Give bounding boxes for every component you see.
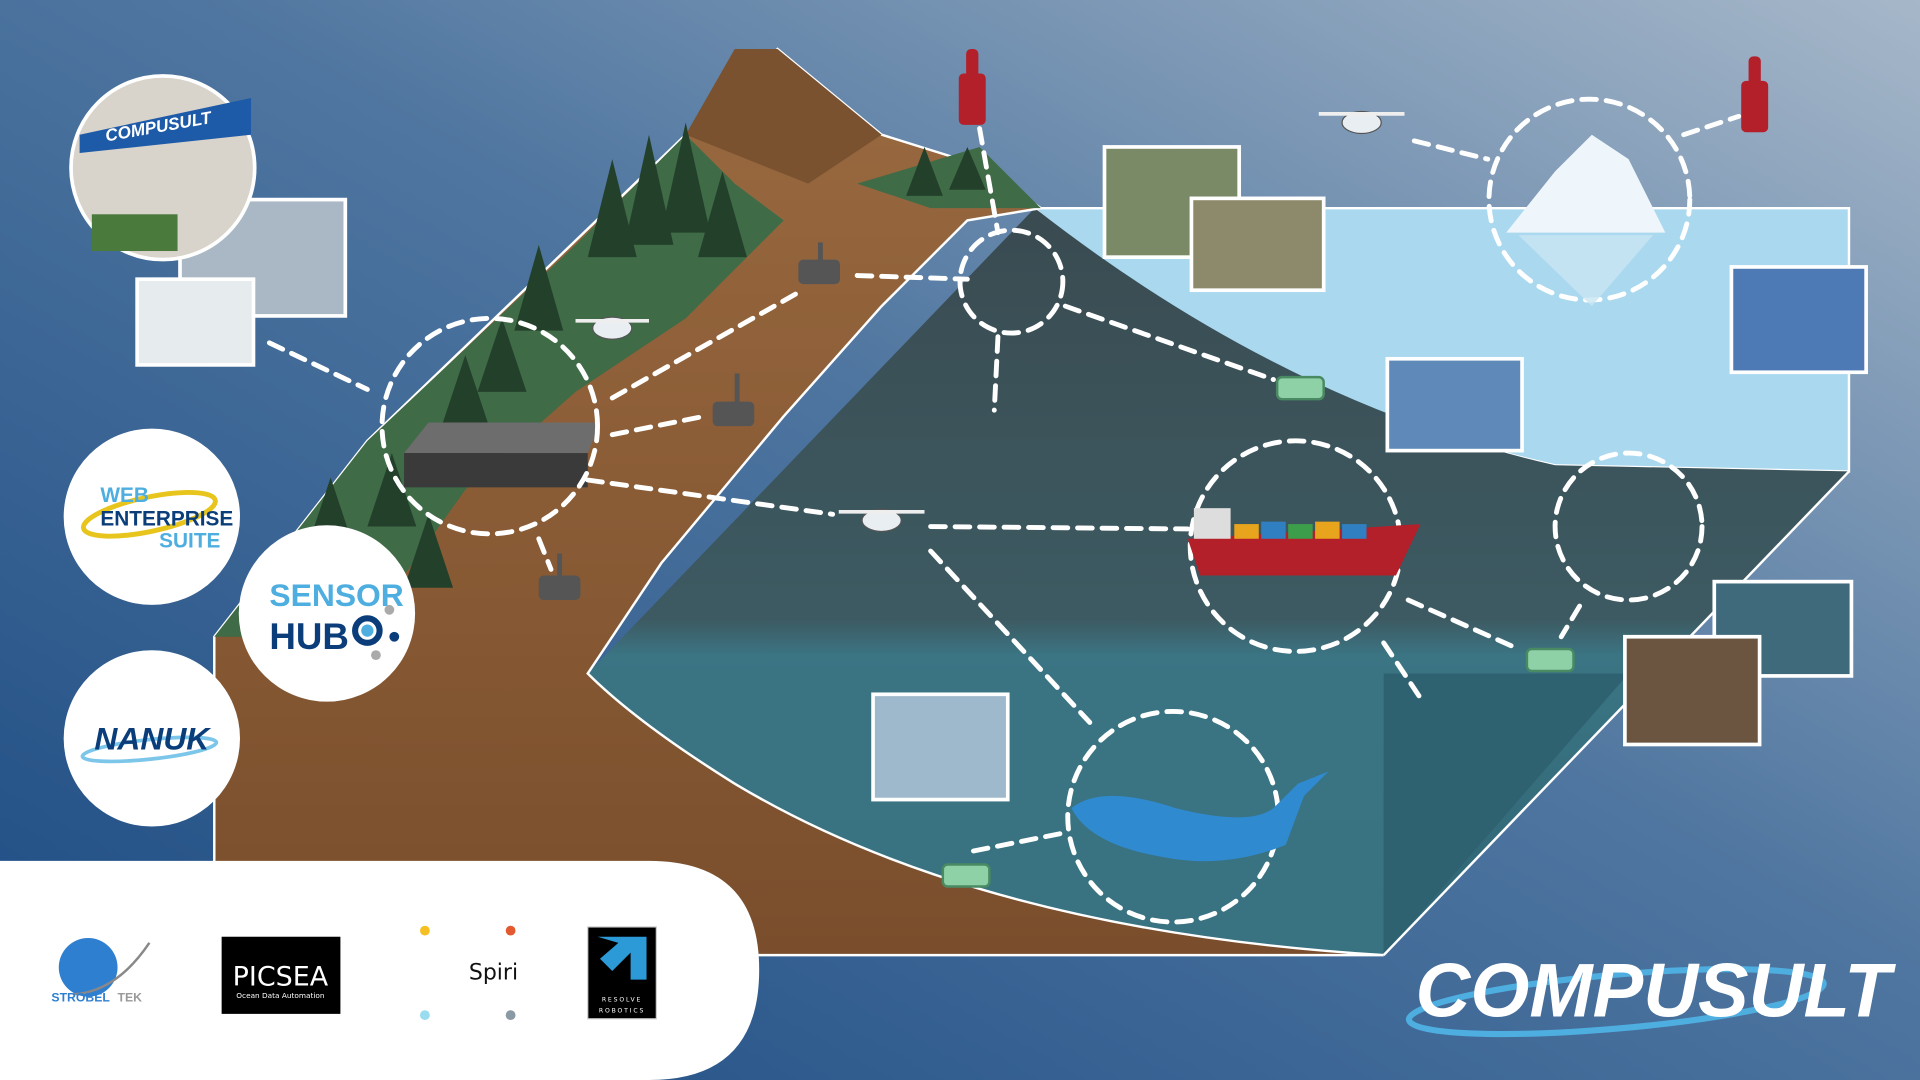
water-edge <box>1382 470 1850 956</box>
container-ship <box>1187 508 1421 576</box>
photo-glacier <box>1729 265 1868 375</box>
compusult-wordmark: COMPUSULT <box>1416 948 1897 1033</box>
picsea-logo[interactable]: PICSEA Ocean Data Automation <box>221 936 341 1014</box>
network-links <box>266 113 1742 854</box>
resolve-robotics-logo[interactable]: RESOLVE ROBOTICS <box>587 926 657 1020</box>
photo-coastal-erosion <box>1189 196 1326 293</box>
deep-water-right <box>1383 673 1629 956</box>
arrow-icon <box>597 936 647 980</box>
sensor-pod-icon <box>1525 647 1575 673</box>
nanuk-logo[interactable]: NANUK <box>63 650 241 827</box>
drone-icon <box>575 316 649 340</box>
compusult-brand-logo[interactable]: COMPUSULT <box>1405 948 1897 1046</box>
strobeltek-logo[interactable]: STROBEL TEK <box>51 937 151 1005</box>
picsea-name: PICSEA <box>233 962 329 993</box>
whale <box>1071 771 1329 862</box>
nanuk-text: NANUK <box>94 720 211 756</box>
buoy-icon <box>1741 56 1769 133</box>
picsea-tagline: Ocean Data Automation <box>236 991 325 1000</box>
wes-line1: WEB <box>100 484 149 507</box>
resolve-line2: ROBOTICS <box>599 1008 645 1015</box>
sensor-pod-icon <box>1275 375 1325 401</box>
drone-icon <box>1318 110 1405 135</box>
strobeltek-part1: STROBEL <box>51 991 110 1005</box>
rover-icon <box>712 373 755 427</box>
network-node-icon <box>352 604 400 660</box>
spiri-logo[interactable]: Spiri <box>420 925 518 1020</box>
sensor-pod-icon <box>941 863 991 888</box>
wes-line2: ENTERPRISE <box>100 507 233 530</box>
drone-icon <box>838 508 925 533</box>
reef-coverage-circle <box>1552 450 1705 603</box>
land-cross-section <box>213 47 1384 957</box>
sensor-hub-logo[interactable]: SENSOR HUB <box>238 525 416 702</box>
mountain-peak <box>685 48 882 184</box>
strobeltek-part2: TEK <box>118 991 143 1005</box>
photo-monitor-dashboard <box>135 277 256 367</box>
rover-icon <box>538 553 581 600</box>
sensor-hub-line1: SENSOR <box>269 577 403 613</box>
globe-icon <box>58 937 118 997</box>
photo-thumbnails <box>135 145 1868 802</box>
spiri-text: Spiri <box>469 961 518 986</box>
photo-tanker-ship <box>1385 356 1524 453</box>
wes-line3: SUITE <box>159 529 220 552</box>
resolve-line1: RESOLVE <box>602 997 642 1004</box>
partner-logo-panel <box>0 860 760 1080</box>
photo-whale-breach <box>871 692 1010 802</box>
hub-coverage-circle <box>379 315 600 537</box>
forest-ridge <box>857 146 1041 209</box>
buoy-icon <box>958 48 986 125</box>
coast-coverage-circle <box>957 227 1066 336</box>
compusult-building-photo: COMPUSULT <box>69 74 257 262</box>
rover-icon <box>798 242 840 285</box>
sensor-hub-station <box>404 422 600 488</box>
sensor-hub-line2: HUB <box>269 616 349 657</box>
photo-lobster <box>1623 634 1762 747</box>
iceberg <box>1506 134 1666 307</box>
web-enterprise-suite-logo[interactable]: WEB ENTERPRISE SUITE <box>63 428 241 605</box>
deep-water <box>587 673 1384 956</box>
